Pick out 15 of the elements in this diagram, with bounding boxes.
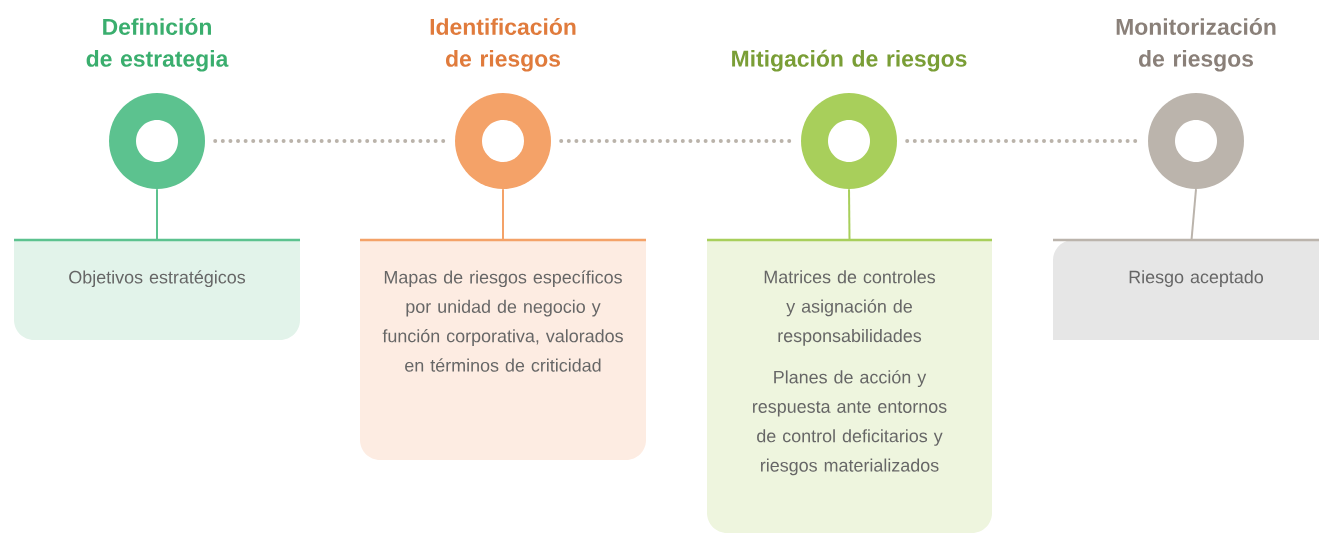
connector-line — [156, 188, 158, 241]
text-card: Mapas de riesgos específicos por unidad de negocio y función corporativa, valorados en términos de criticidad — [360, 238, 646, 460]
node-label: Definición de estrategia — [86, 17, 229, 72]
text-card: Riesgo aceptado — [1053, 238, 1319, 340]
node-label: Mitigación de riesgos — [732, 49, 967, 72]
dotted-connector — [213, 139, 447, 143]
text-card: Matrices de controles y asignación de responsabilidades Planes de acción y respuesta ante entornos de control deficitarios y riesgos materializados — [707, 238, 992, 533]
node-label: Monitorización de riesgos — [1116, 17, 1276, 72]
connector-line — [848, 188, 851, 241]
text-card: Objetivos estratégicos — [14, 238, 300, 340]
node-label: Identificación de riesgos — [430, 17, 576, 72]
connector-line — [502, 188, 504, 241]
dotted-connector — [559, 139, 793, 143]
dotted-connector — [905, 139, 1140, 143]
connector-line — [1190, 188, 1197, 241]
